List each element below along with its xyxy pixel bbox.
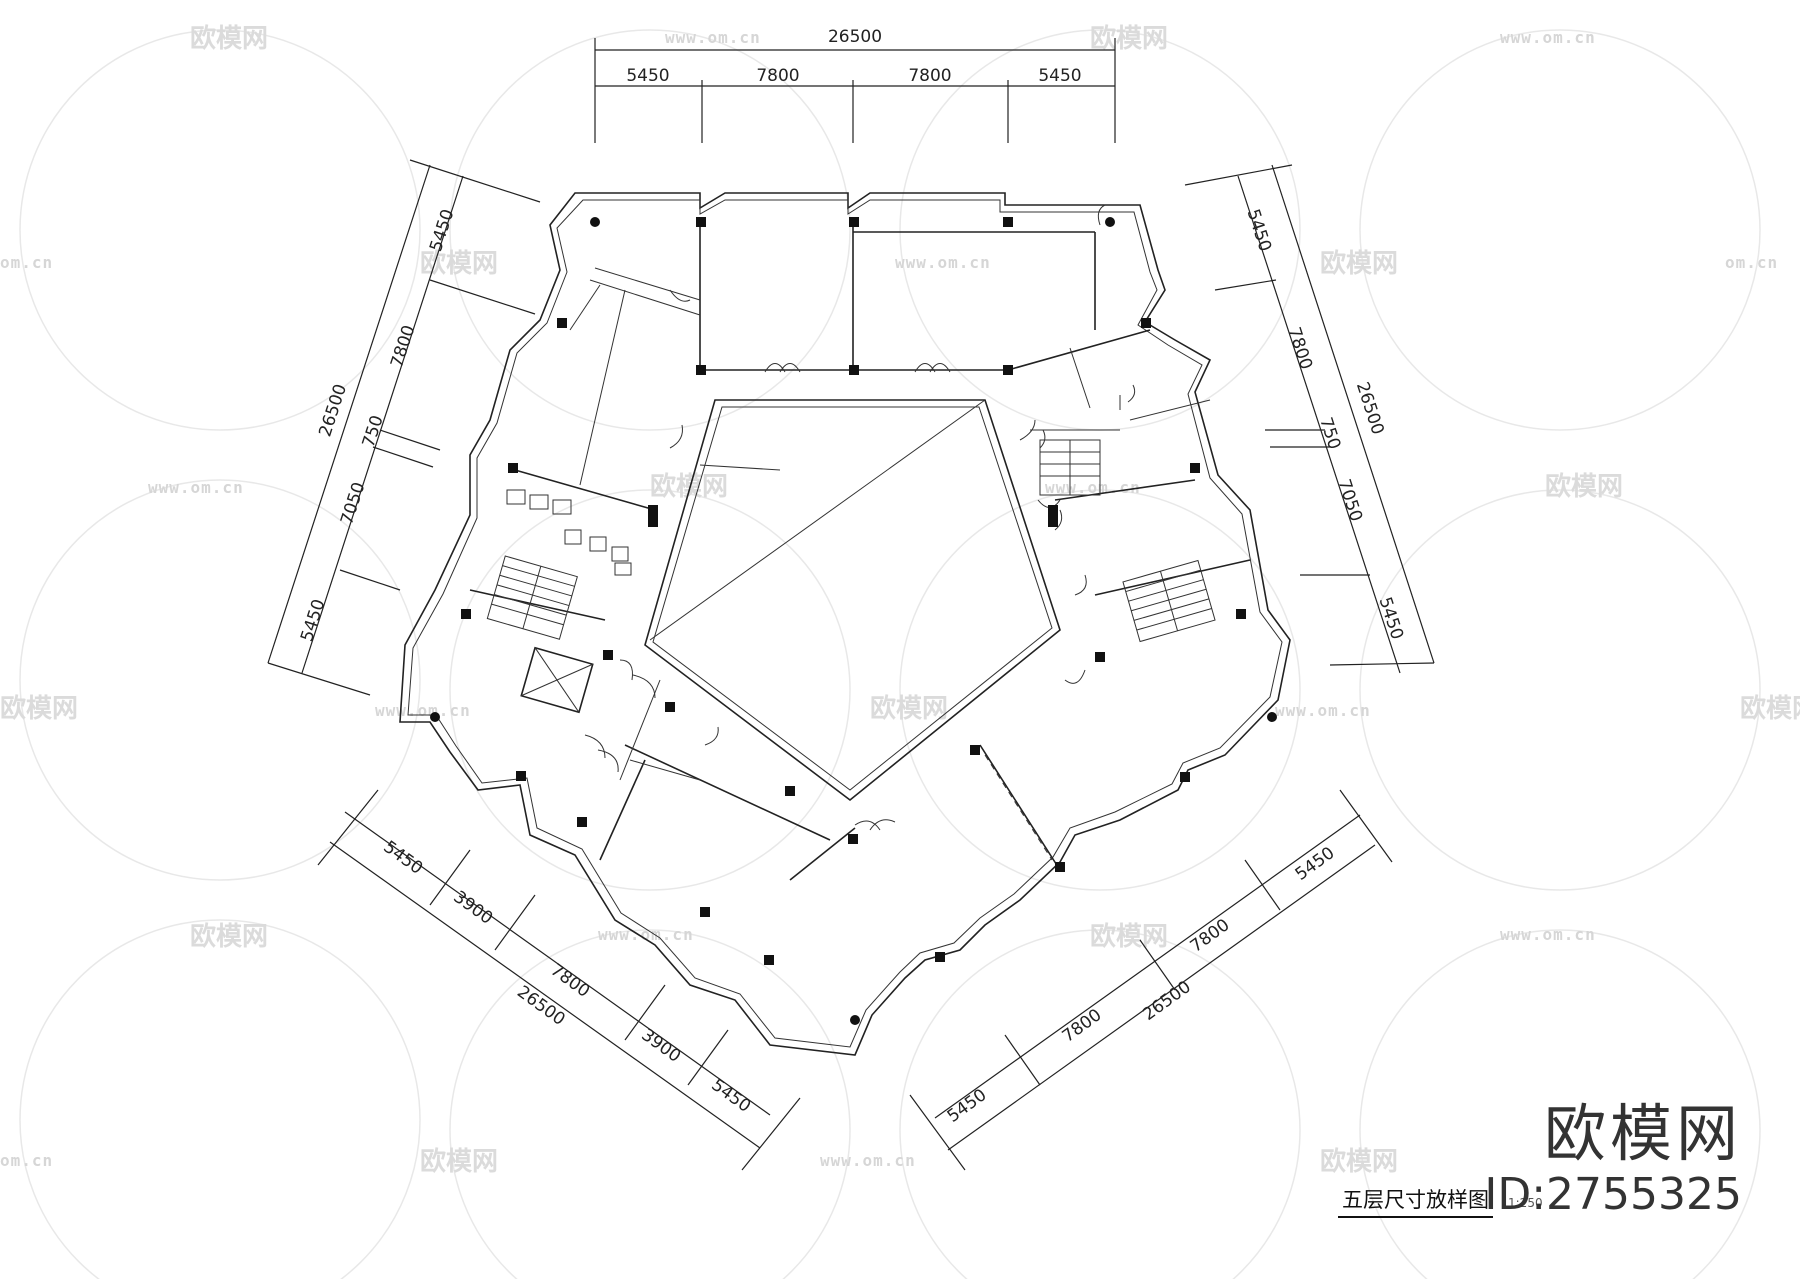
watermark-brand: 欧模网 [420, 248, 498, 279]
watermark-url: www.om.cn [1045, 478, 1141, 497]
dim-top-seg: 5450 [626, 66, 669, 86]
dim-br-seg: 7800 [1059, 1005, 1106, 1047]
watermark-brand: 欧模网 [0, 693, 78, 724]
building-outline [399, 192, 1291, 1056]
brand-id: ID:2755325 [1484, 1168, 1742, 1220]
dim-left-total: 26500 [315, 382, 351, 440]
dimension-bottom-left: 5450 3900 7800 3900 5450 26500 [317, 789, 801, 1171]
watermark-url: www.om.cn [820, 1151, 916, 1170]
dim-right-seg: 5450 [1375, 595, 1407, 642]
dim-left-seg: 5450 [297, 597, 329, 644]
drawing-caption: 五层尺寸放样图 [1338, 1184, 1493, 1218]
doors [584, 204, 1136, 831]
interior-walls [469, 222, 1251, 881]
brand-block: 欧模网 ID:2755325 [1484, 1096, 1742, 1220]
dimension-top: 26500 5450 7800 7800 5450 [594, 27, 1116, 143]
watermark-url: www.om.cn [1500, 28, 1596, 47]
dim-right-seg: 5450 [1243, 207, 1275, 254]
dim-br-seg: 5450 [944, 1085, 991, 1127]
dimension-right: 5450 7800 750 7050 5450 26500 [1184, 164, 1435, 674]
watermark-url: om.cn [1725, 253, 1778, 272]
watermark-brand: 欧模网 [1545, 471, 1623, 502]
watermark-url: www.om.cn [1275, 701, 1371, 720]
dim-left-seg: 750 [359, 413, 388, 450]
watermark-url: www.om.cn [375, 701, 471, 720]
dim-top-seg: 7800 [756, 66, 799, 86]
dim-bl-seg: 3900 [450, 887, 497, 929]
dim-right-seg: 7800 [1284, 325, 1316, 372]
dimension-left: 5450 7800 750 7050 5450 26500 [267, 159, 541, 696]
central-courtyard [644, 399, 1061, 802]
dimension-bottom-right: 5450 7800 7800 5450 26500 [909, 789, 1393, 1171]
dim-br-total: 26500 [1139, 977, 1195, 1025]
stair-north-east [1039, 439, 1101, 496]
watermark-brand: 欧模网 [1320, 248, 1398, 279]
watermark-url: om.cn [0, 253, 53, 272]
dim-left-seg: 7800 [387, 323, 419, 370]
watermark-brand: 欧模网 [190, 23, 268, 54]
dim-br-seg: 5450 [1292, 843, 1339, 885]
columns [430, 217, 1277, 1025]
watermark-brand: 欧模网 [650, 471, 728, 502]
watermark-brand: 欧模网 [1090, 921, 1168, 952]
dim-bl-seg: 5450 [380, 837, 427, 879]
dim-left-seg: 5450 [426, 207, 458, 254]
toilet-block [506, 489, 632, 576]
watermark-brand: 欧模网 [1320, 1146, 1398, 1177]
watermark-url: www.om.cn [895, 253, 991, 272]
dim-bl-seg: 5450 [708, 1075, 755, 1117]
watermark-layer: 欧模网 欧模网 欧模网 欧模网 欧模网 欧模网 欧模网 欧模网 欧模网 欧模网 … [0, 23, 1800, 1279]
dim-bl-seg: 3900 [638, 1025, 685, 1067]
dim-top-seg: 5450 [1038, 66, 1081, 86]
drawing-scale: 1:250 [1508, 1196, 1543, 1210]
watermark-url: www.om.cn [598, 925, 694, 944]
watermark-brand: 欧模网 [190, 921, 268, 952]
dim-top-total: 26500 [828, 27, 882, 47]
stair-right [1122, 559, 1216, 643]
watermark-url: www.om.cn [148, 478, 244, 497]
elevator [520, 646, 594, 714]
brand-name: 欧模网 [1543, 1096, 1742, 1170]
watermark-brand: 欧模网 [870, 693, 948, 724]
watermark-url: www.om.cn [665, 28, 761, 47]
dim-left-seg: 7050 [337, 480, 369, 527]
dim-bl-seg: 7800 [547, 960, 594, 1002]
stair-left [486, 555, 578, 640]
watermark-url: www.om.cn [1500, 925, 1596, 944]
watermark-brand: 欧模网 [420, 1146, 498, 1177]
dim-top-seg: 7800 [908, 66, 951, 86]
watermark-brand: 欧模网 [1090, 23, 1168, 54]
drawing-title: 五层尺寸放样图 [1342, 1188, 1489, 1212]
watermark-url: om.cn [0, 1151, 53, 1170]
watermark-brand: 欧模网 [1740, 693, 1800, 724]
dim-right-seg: 7050 [1334, 477, 1366, 524]
